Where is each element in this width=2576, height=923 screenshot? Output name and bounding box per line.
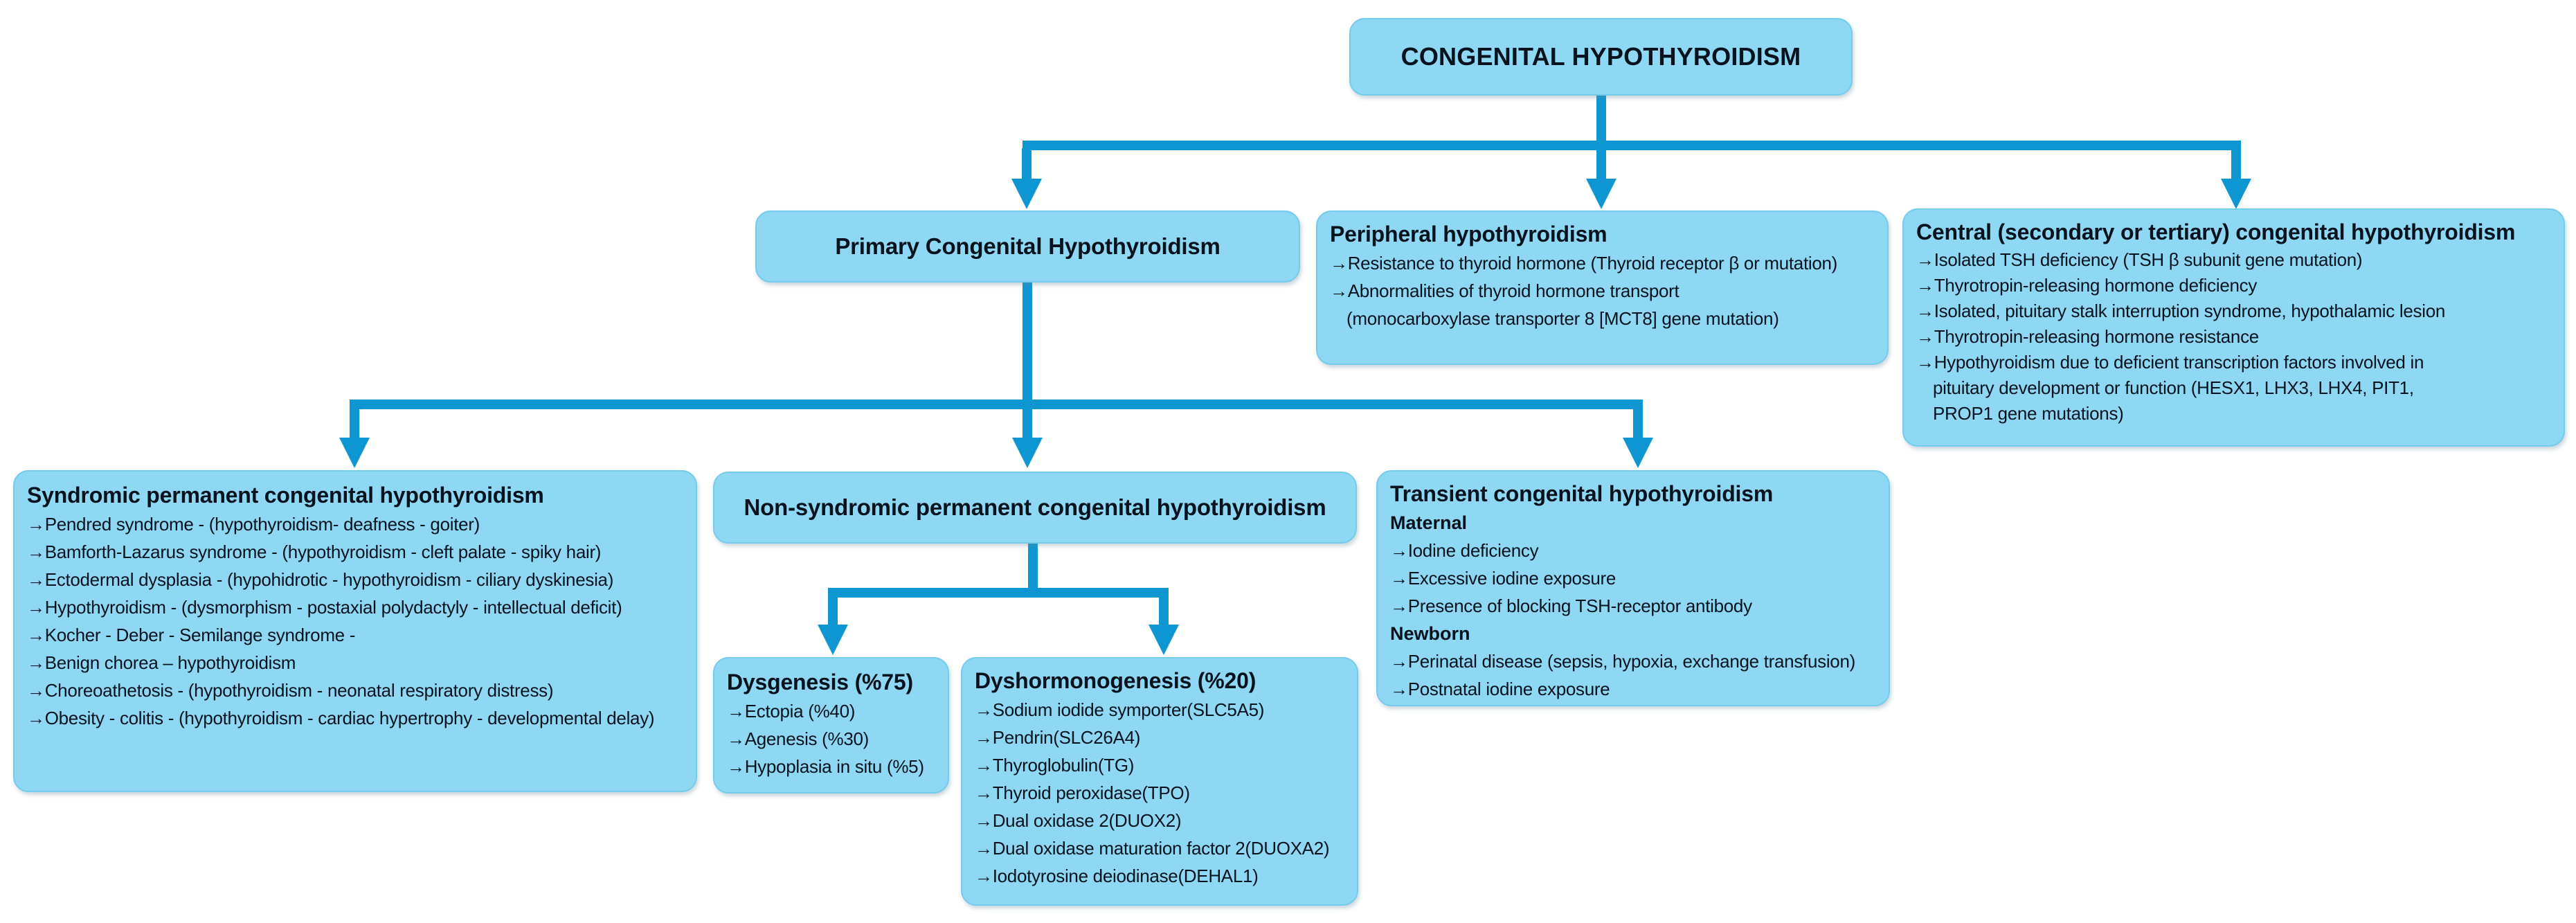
connector-level2-bar: [350, 400, 1643, 409]
node-title: Peripheral hypothyroidism: [1330, 222, 1607, 247]
list-item: →Dual oxidase maturation factor 2(DUOXA2…: [975, 838, 1330, 859]
list-item: →Thyrotropin-releasing hormone deficienc…: [1916, 275, 2258, 296]
down-arrowhead-icon: [1586, 179, 1616, 209]
connector-root-stem: [1596, 94, 1606, 141]
list-item: →Resistance to thyroid hormone (Thyroid …: [1330, 253, 1838, 274]
list-item: →Hypothyroidism - (dysmorphism - postaxi…: [27, 597, 622, 618]
connector-drop-stem: [1022, 148, 1032, 179]
node-title: CONGENITAL HYPOTHYROIDISM: [1400, 42, 1801, 71]
connector-drop-stem: [350, 409, 359, 438]
list-item: →Thyroid peroxidase(TPO): [975, 782, 1190, 803]
list-item: →Benign chorea – hypothyroidism: [27, 652, 296, 673]
list-item: →Postnatal iodine exposure: [1390, 679, 1610, 699]
list-item: →Pendred syndrome - (hypothyroidism- dea…: [27, 514, 480, 535]
list-item: →Dual oxidase 2(DUOX2): [975, 810, 1182, 831]
node-title: Non-syndromic permanent congenital hypot…: [744, 494, 1326, 520]
connector-to-central: [2221, 148, 2251, 209]
list-item-continuation: (monocarboxylase transporter 8 [MCT8] ge…: [1346, 308, 1779, 329]
list-item: →Iodotyrosine deiodinase(DEHAL1): [975, 866, 1259, 886]
connector-to-dysgenesis: [818, 597, 848, 655]
node-central-congenital-hypothyroidism: Central (secondary or tertiary) congenit…: [1902, 208, 2565, 447]
list-item: →Kocher - Deber - Semilange syndrome -: [27, 625, 356, 645]
list-item: →Thyrotropin-releasing hormone resistanc…: [1916, 326, 2259, 347]
list-item: →Pendrin(SLC26A4): [975, 727, 1141, 748]
list-item-continuation: PROP1 gene mutations): [1933, 403, 2124, 424]
list-item: →Perinatal disease (sepsis, hypoxia, exc…: [1390, 651, 1855, 672]
down-arrowhead-icon: [339, 438, 370, 468]
subhead-newborn: Newborn: [1390, 623, 1470, 644]
connector-level1-bar: [1023, 141, 2241, 150]
connector-to-non-syndromic: [1012, 409, 1043, 468]
node-title: Syndromic permanent congenital hypothyro…: [27, 483, 544, 508]
node-transient-congenital-hypothyroidism: Transient congenital hypothyroidism Mate…: [1376, 470, 1890, 706]
list-item: →Iodine deficiency: [1390, 540, 1539, 561]
node-title: Central (secondary or tertiary) congenit…: [1916, 219, 2516, 244]
connector-drop-stem: [1023, 409, 1032, 438]
list-item: →Thyroglobulin(TG): [975, 755, 1135, 776]
connector-to-dyshormonogenesis: [1149, 597, 1179, 655]
list-item: →Isolated TSH deficiency (TSH β subunit …: [1916, 249, 2363, 270]
connector-to-peripheral: [1586, 148, 1616, 209]
connector-non-syndromic-stem: [1028, 542, 1038, 588]
list-item: →Hypoplasia in situ (%5): [727, 756, 924, 777]
connector-level3-bar: [828, 588, 1169, 598]
node-peripheral-hypothyroidism: Peripheral hypothyroidism →Resistance to…: [1316, 210, 1889, 365]
connector-to-primary: [1011, 148, 1042, 209]
node-dyshormonogenesis: Dyshormonogenesis (%20) →Sodium iodide s…: [961, 657, 1358, 906]
connector-to-syndromic: [339, 409, 370, 468]
down-arrowhead-icon: [2221, 179, 2251, 209]
connector-primary-stem: [1023, 281, 1032, 400]
node-title: Dysgenesis (%75): [727, 670, 913, 695]
list-item: →Presence of blocking TSH-receptor antib…: [1390, 595, 1752, 616]
node-title: Dyshormonogenesis (%20): [975, 668, 1257, 693]
list-item: →Hypothyroidism due to deficient transcr…: [1916, 352, 2424, 373]
list-item: →Sodium iodide symporter(SLC5A5): [975, 699, 1265, 720]
connector-drop-stem: [828, 597, 838, 625]
list-item: →Choreoathetosis - (hypothyroidism - neo…: [27, 680, 554, 701]
connector-drop-stem: [2231, 148, 2241, 179]
list-item: →Ectodermal dysplasia - (hypohidrotic - …: [27, 569, 614, 590]
connector-drop-stem: [1596, 148, 1606, 179]
subhead-maternal: Maternal: [1390, 512, 1468, 533]
down-arrowhead-icon: [818, 625, 848, 655]
list-item: →Excessive iodine exposure: [1390, 568, 1616, 589]
down-arrowhead-icon: [1149, 625, 1179, 655]
node-primary-congenital-hypothyroidism: Primary Congenital Hypothyroidism: [755, 210, 1300, 283]
list-item: →Bamforth-Lazarus syndrome - (hypothyroi…: [27, 541, 602, 562]
node-title: Primary Congenital Hypothyroidism: [835, 233, 1221, 259]
list-item: →Ectopia (%40): [727, 701, 856, 722]
list-item: →Isolated, pituitary stalk interruption …: [1916, 301, 2446, 321]
list-item: →Obesity - colitis - (hypothyroidism - c…: [27, 708, 655, 728]
list-item: →Abnormalities of thyroid hormone transp…: [1330, 280, 1679, 301]
node-dysgenesis: Dysgenesis (%75) →Ectopia (%40) →Agenesi…: [713, 657, 949, 794]
node-congenital-hypothyroidism: CONGENITAL HYPOTHYROIDISM: [1349, 18, 1853, 96]
list-item: →Agenesis (%30): [727, 728, 870, 749]
connector-drop-stem: [1633, 409, 1643, 438]
list-item-continuation: pituitary development or function (HESX1…: [1933, 377, 2414, 398]
node-title: Transient congenital hypothyroidism: [1390, 481, 1774, 506]
connector-drop-stem: [1159, 597, 1169, 625]
connector-to-transient: [1623, 409, 1653, 468]
node-syndromic-permanent: Syndromic permanent congenital hypothyro…: [13, 470, 697, 792]
down-arrowhead-icon: [1623, 438, 1653, 468]
down-arrowhead-icon: [1012, 438, 1043, 468]
down-arrowhead-icon: [1011, 179, 1042, 209]
node-non-syndromic-permanent: Non-syndromic permanent congenital hypot…: [713, 472, 1357, 544]
